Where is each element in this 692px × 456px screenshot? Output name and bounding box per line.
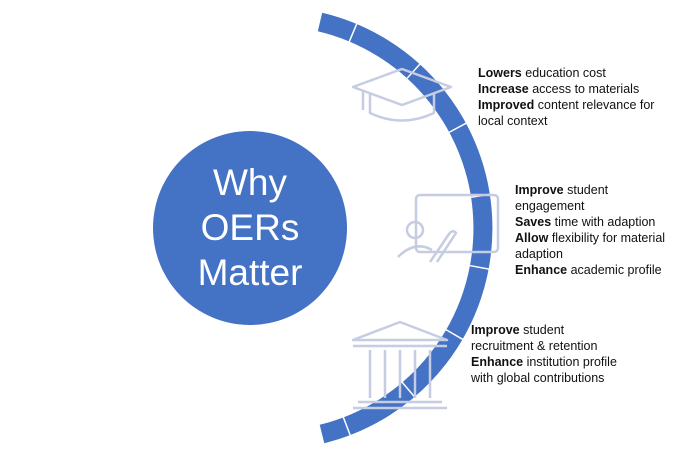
- title-line: Why: [213, 162, 287, 203]
- benefits-block-cost: Lowers education cost Increase access to…: [478, 65, 654, 129]
- diagram-title: Why OERs Matter: [155, 160, 345, 295]
- benefits-block-institution: Improve student recruitment & retention …: [471, 322, 617, 386]
- benefit-line: Improved content relevance for: [478, 98, 655, 112]
- presenter-board-icon: [397, 193, 500, 263]
- benefits-block-teaching: Improve student engagement Saves time wi…: [515, 182, 665, 278]
- title-line: OERs: [200, 207, 300, 248]
- benefit-line: Enhance institution profile: [471, 355, 617, 369]
- benefit-line: Allow flexibility for material: [515, 231, 666, 245]
- benefit-line: Lowers education cost: [478, 66, 606, 80]
- benefit-line: engagement: [515, 199, 585, 213]
- title-line: Matter: [197, 252, 303, 293]
- benefit-line: Improve student: [515, 183, 609, 197]
- graduation-cap-icon: [351, 67, 453, 122]
- benefit-line: local context: [478, 114, 548, 128]
- benefit-line: Improve student: [471, 323, 565, 337]
- benefit-line: Saves time with adaption: [515, 215, 656, 229]
- benefit-line: recruitment & retention: [471, 339, 598, 353]
- title-circle: [153, 131, 347, 325]
- benefit-line: adaption: [515, 247, 563, 261]
- benefit-line: Increase access to materials: [478, 82, 640, 96]
- benefit-line: with global contributions: [471, 371, 605, 385]
- benefit-line: Enhance academic profile: [515, 263, 662, 277]
- institution-building-icon: [351, 320, 449, 410]
